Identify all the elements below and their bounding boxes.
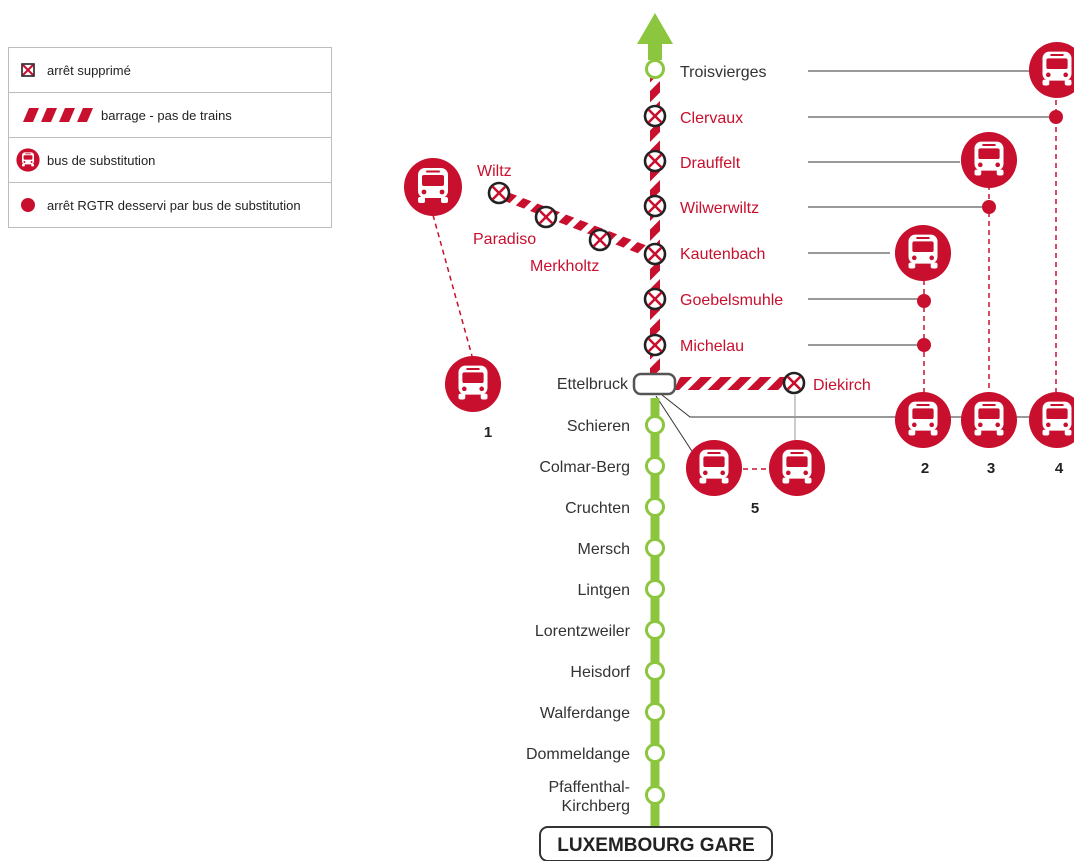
station-label-kautenbach: Kautenbach (680, 246, 765, 263)
bus-icon (1028, 41, 1074, 99)
station-label-kirchberg: Kirchberg (562, 798, 630, 815)
station-label-lorentzweiler: Lorentzweiler (535, 623, 631, 640)
station-label-schieren: Schieren (567, 418, 630, 435)
open-station-marker (645, 743, 665, 763)
station-label-goebelsmuhle: Goebelsmuhle (680, 292, 783, 309)
bus-icon (685, 439, 743, 497)
open-station-marker (645, 415, 665, 435)
legend: arrêt supprimé barrage - pas de trains b… (8, 47, 332, 228)
cancelled-stop-marker (643, 104, 667, 128)
open-station-marker (645, 456, 665, 476)
station-label-ettelbruck: Ettelbruck (557, 376, 629, 393)
bus-icon (444, 355, 502, 413)
legend-label: bus de substitution (47, 152, 156, 168)
cancelled-stop-icon (9, 63, 47, 77)
station-label-wilwerwiltz: Wilwerwiltz (680, 200, 759, 217)
open-station-marker (645, 785, 665, 805)
bus-icon (894, 391, 952, 449)
station-label-wiltz: Wiltz (477, 163, 512, 180)
station-label-heisdorf: Heisdorf (570, 664, 630, 681)
bus-route-number-2: 2 (921, 460, 929, 477)
station-label-lintgen: Lintgen (578, 582, 631, 599)
legend-row-rgtr-stop: arrêt RGTR desservi par bus de substitut… (9, 183, 331, 227)
bus-route-number-1: 1 (484, 424, 492, 441)
terminus-box (539, 826, 773, 861)
legend-label: arrêt supprimé (47, 62, 131, 78)
bus-icon (768, 439, 826, 497)
cancelled-stop-marker (643, 149, 667, 173)
legend-label: arrêt RGTR desservi par bus de substitut… (47, 197, 301, 213)
bus-route-number-4: 4 (1055, 460, 1064, 477)
station-label-drauffelt: Drauffelt (680, 155, 741, 172)
red-dot-icon (9, 197, 47, 213)
station-label-merkholtz: Merkholtz (530, 258, 599, 275)
bus-icon (894, 224, 952, 282)
open-station-marker (645, 579, 665, 599)
station-label-pfaffenthal: Pfaffenthal- (548, 779, 630, 796)
cancelled-stop-marker (588, 228, 612, 252)
station-label-dommeldange: Dommeldange (526, 746, 630, 763)
station-label-diekirch: Diekirch (813, 377, 871, 394)
rgtr-stop-dot (917, 338, 931, 352)
rgtr-stops (917, 110, 1063, 352)
legend-row-cancelled-stop: arrêt supprimé (9, 48, 331, 93)
bus-route-number-5: 5 (751, 500, 759, 517)
station-label-cruchten: Cruchten (565, 500, 630, 517)
cancelled-stop-marker (487, 181, 511, 205)
station-label-walferdange: Walferdange (540, 705, 630, 722)
station-label-paradiso: Paradiso (473, 231, 536, 248)
legend-row-barrier: barrage - pas de trains (9, 93, 331, 138)
legend-row-bus: bus de substitution (9, 138, 331, 183)
open-station-marker (645, 661, 665, 681)
bus-icon (960, 391, 1018, 449)
barrier-stripe-icon (9, 108, 101, 122)
bus-icon (960, 131, 1018, 189)
bus-icon (404, 158, 462, 216)
terminus-label: LUXEMBOURG GARE (557, 835, 754, 856)
station-label-michelau: Michelau (680, 338, 744, 355)
rgtr-stop-dot (917, 294, 931, 308)
station-label-troisvierges: Troisvierges (680, 64, 767, 81)
station-label-mersch: Mersch (578, 541, 630, 558)
cancelled-stop-marker (782, 371, 806, 395)
cancelled-stop-marker (643, 287, 667, 311)
rgtr-stop-dot (982, 200, 996, 214)
open-stations (645, 59, 665, 805)
open-station-marker (645, 538, 665, 558)
barrier-sections (497, 75, 786, 390)
open-station-marker (645, 59, 665, 79)
bus-route-number-3: 3 (987, 460, 995, 477)
ettelbruck-hub (632, 372, 677, 396)
cancelled-stop-marker (643, 333, 667, 357)
cancelled-stop-marker (643, 194, 667, 218)
cancelled-stop-marker (534, 205, 558, 229)
station-label-colmar-berg: Colmar-Berg (539, 459, 630, 476)
bus-icon (1028, 391, 1074, 449)
open-station-marker (645, 620, 665, 640)
rgtr-stop-dot (1049, 110, 1063, 124)
open-station-marker (645, 497, 665, 517)
legend-label: barrage - pas de trains (101, 107, 232, 123)
cancelled-stop-marker (643, 242, 667, 266)
station-label-clervaux: Clervaux (680, 110, 743, 127)
open-station-marker (645, 702, 665, 722)
